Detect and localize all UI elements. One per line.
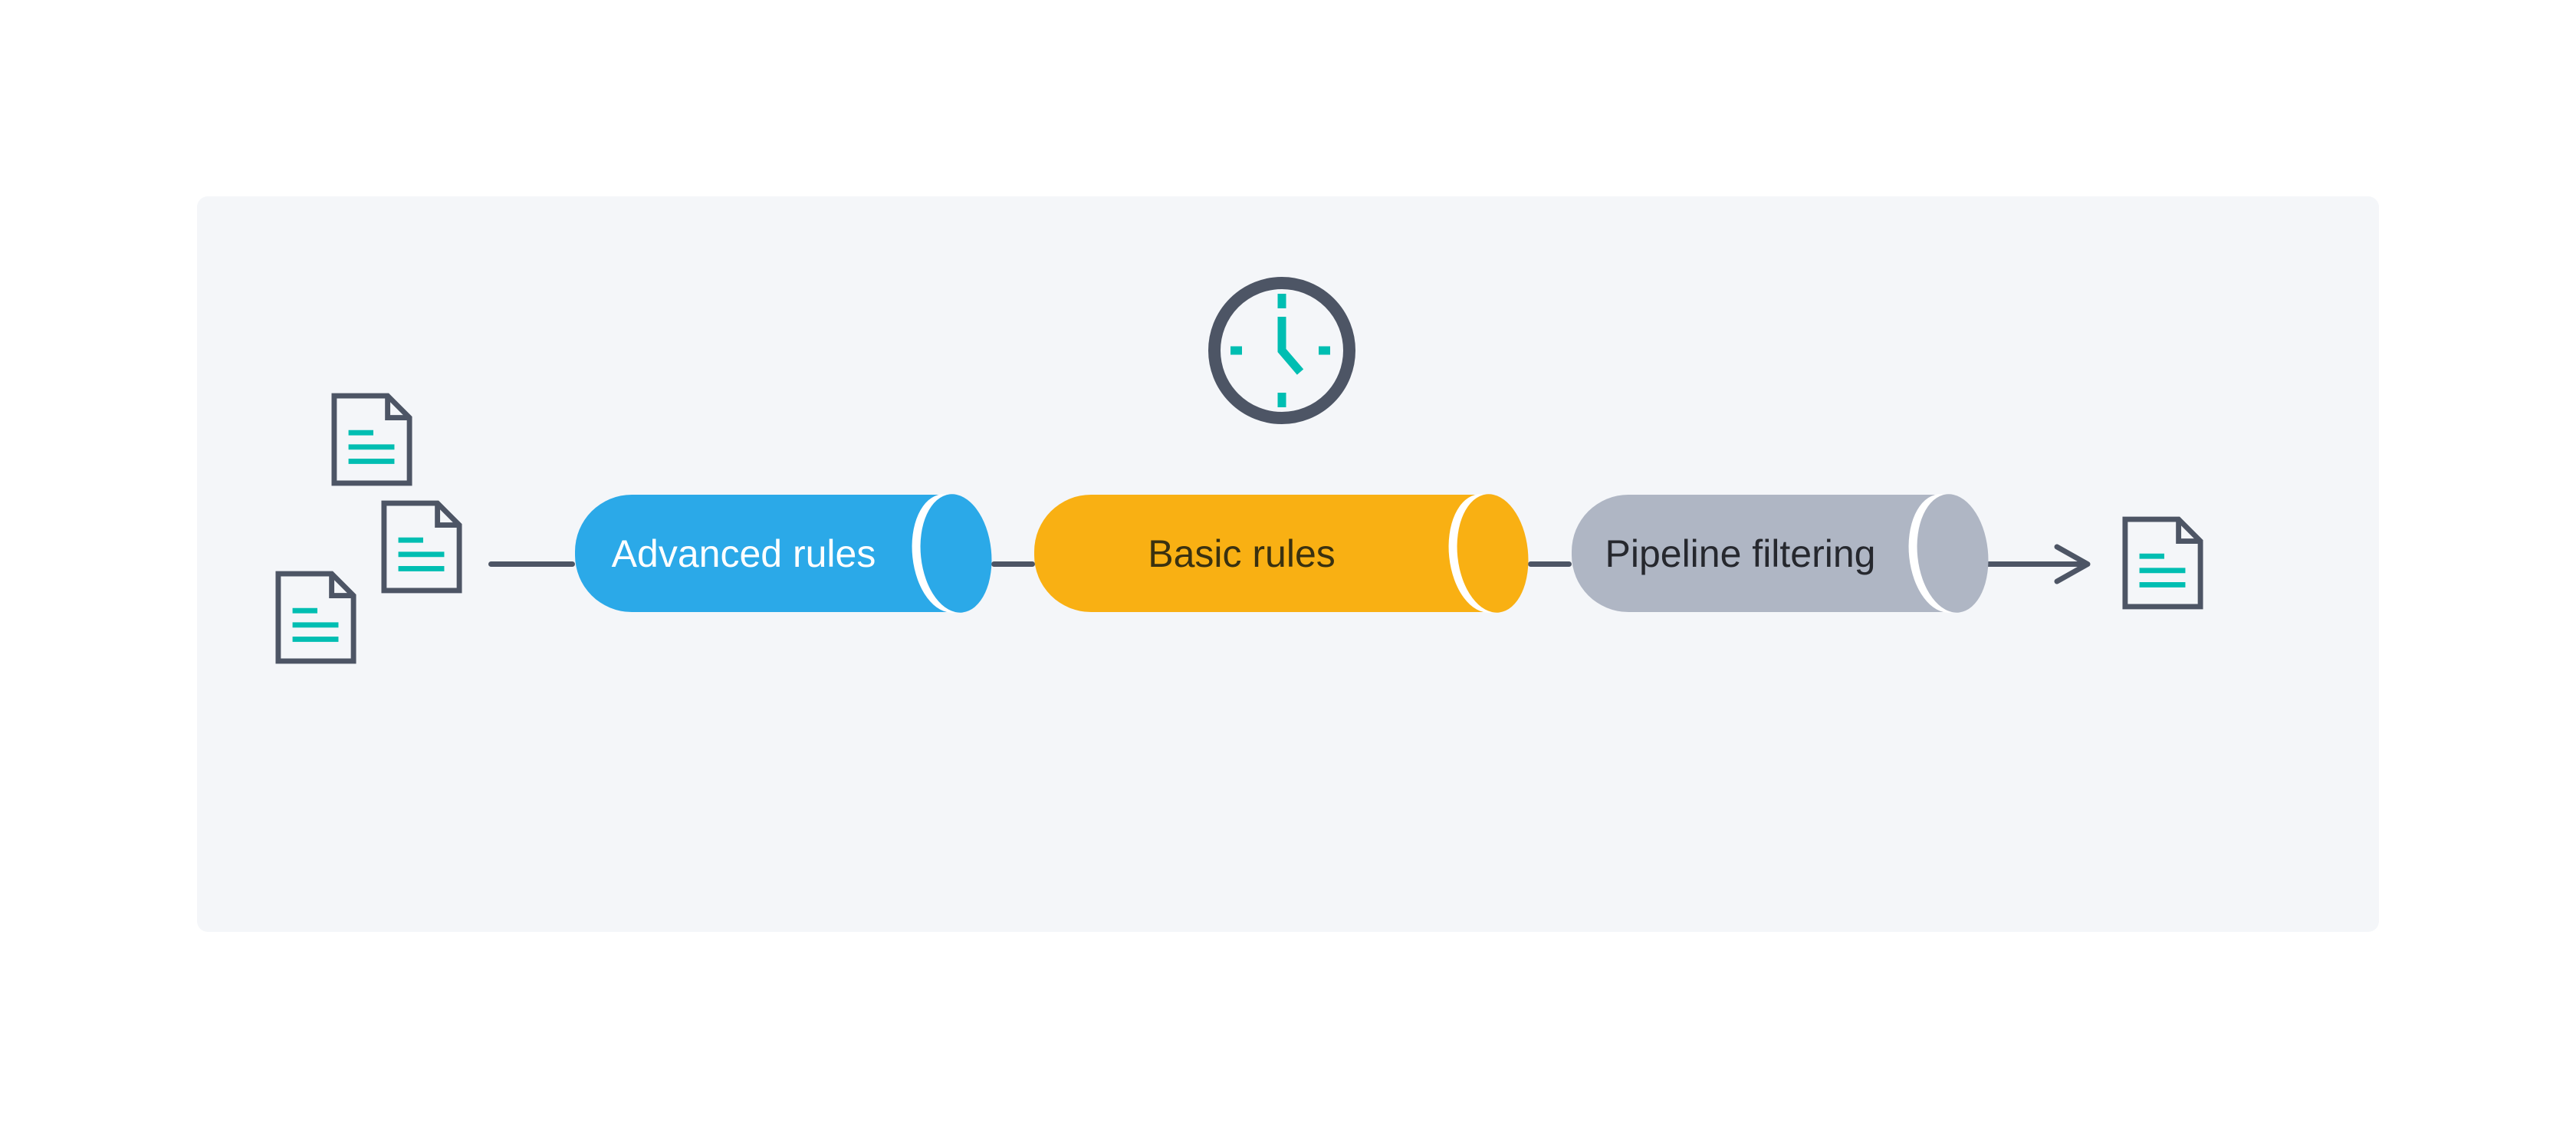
connector-line <box>1528 561 1572 567</box>
clock-hands <box>1277 317 1304 375</box>
cylinder-body <box>1572 495 1953 612</box>
stage-label: Advanced rules <box>611 532 876 575</box>
cylinder-body <box>575 495 956 612</box>
stage-label: Pipeline filtering <box>1605 532 1876 575</box>
document-icon <box>275 571 356 664</box>
connector-line <box>488 561 575 567</box>
document-icon <box>331 393 412 486</box>
stage-label: Basic rules <box>1148 532 1336 575</box>
document-icon <box>2122 516 2203 610</box>
clock-icon <box>1208 277 1355 424</box>
document-icon <box>381 500 462 594</box>
connector-line <box>991 561 1035 567</box>
flow-arrow-icon <box>1984 544 2091 584</box>
cylinder-body <box>1034 495 1493 612</box>
